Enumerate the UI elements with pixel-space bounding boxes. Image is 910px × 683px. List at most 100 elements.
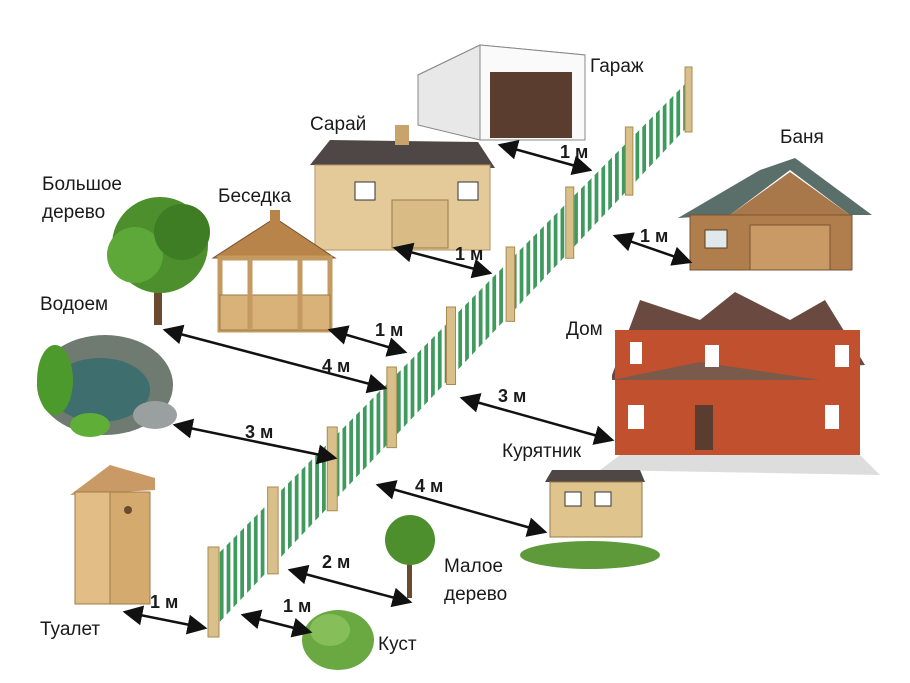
fence-picket xyxy=(540,226,544,283)
fence-picket xyxy=(240,527,245,601)
fence-picket xyxy=(471,294,476,355)
label-garage: Гараж xyxy=(590,56,644,77)
fence-picket xyxy=(635,130,640,182)
arrow-shed xyxy=(392,242,493,279)
arrow-toilet xyxy=(122,605,208,635)
distance-pond: 3 м xyxy=(245,422,273,442)
chicken-coop-illustration xyxy=(520,470,660,569)
label-shed: Сарай xyxy=(310,114,366,135)
label-house: Дом xyxy=(566,319,603,340)
label-bush: Куст xyxy=(378,634,417,655)
fence-picket xyxy=(362,404,367,471)
fence-picket xyxy=(519,246,524,305)
fence-picket xyxy=(219,548,224,622)
fence-picket xyxy=(478,287,483,348)
label-small-tree-line1: Малое xyxy=(444,556,503,577)
shed-illustration xyxy=(310,125,495,251)
fence-post xyxy=(505,246,516,322)
arrow-garage xyxy=(497,140,593,175)
fence-post xyxy=(446,306,456,385)
label-gazebo: Беседка xyxy=(218,186,292,207)
label-big-tree-line1: Большое xyxy=(42,174,122,195)
fence-picket xyxy=(308,459,313,528)
fence-post xyxy=(326,426,338,512)
fence-picket xyxy=(437,328,442,391)
fence-picket xyxy=(587,178,592,233)
fence-post xyxy=(684,66,693,133)
label-chicken-coop: Курятник xyxy=(502,441,582,462)
fence-picket xyxy=(294,472,299,543)
fence-picket xyxy=(376,390,381,456)
fence-picket xyxy=(417,349,422,413)
fence-picket xyxy=(594,171,599,225)
arrow-bush xyxy=(240,609,313,638)
house-illustration xyxy=(600,292,880,475)
fence-picket xyxy=(458,308,463,370)
fence-picket xyxy=(669,95,674,146)
label-big-tree-line2: дерево xyxy=(42,202,105,223)
distance-gazebo: 1 м xyxy=(375,320,403,340)
fence-picket xyxy=(233,534,238,608)
fence-picket xyxy=(580,184,585,240)
distance-small-tree: 2 м xyxy=(322,552,350,572)
fence-picket xyxy=(396,370,401,435)
small-tree-illustration xyxy=(385,515,435,598)
bush-illustration xyxy=(302,610,374,670)
distance-bathhouse: 1 м xyxy=(640,226,668,246)
fence-post xyxy=(267,486,279,575)
fence-picket xyxy=(247,520,251,593)
big-tree-illustration xyxy=(107,197,210,325)
gazebo-illustration xyxy=(211,210,337,333)
distance-garage: 1 м xyxy=(560,142,588,162)
distance-bush: 1 м xyxy=(283,596,311,616)
fence-picket xyxy=(226,541,231,615)
toilet-illustration xyxy=(70,465,155,605)
fence-picket xyxy=(499,267,503,326)
label-toilet: Туалет xyxy=(40,619,100,640)
garage-illustration xyxy=(417,44,586,141)
fence-picket xyxy=(356,411,360,478)
fence-picket xyxy=(608,157,612,211)
fence-picket xyxy=(553,212,558,269)
label-small-tree-line2: дерево xyxy=(444,584,507,605)
arrow-pond xyxy=(172,418,338,465)
distance-chicken-coop: 4 м xyxy=(415,476,443,496)
fence-post xyxy=(207,546,220,638)
fence-picket xyxy=(485,280,490,341)
fence-picket xyxy=(615,150,619,204)
fence-picket xyxy=(410,356,415,420)
distance-house: 3 м xyxy=(498,386,526,406)
distance-arrows xyxy=(122,140,693,638)
fence-picket xyxy=(424,342,428,406)
fence-picket xyxy=(642,123,647,175)
fence-picket xyxy=(301,466,306,536)
fence-picket xyxy=(287,479,292,550)
fence-picket xyxy=(465,301,469,363)
fence-picket xyxy=(431,335,435,399)
fence-picket xyxy=(621,143,626,197)
fence-picket xyxy=(281,486,285,557)
fence-picket xyxy=(662,102,667,153)
fence-picket xyxy=(253,514,258,586)
fence-picket xyxy=(260,507,265,579)
fence-picket xyxy=(676,88,681,139)
fence-picket xyxy=(649,116,653,168)
bathhouse-illustration xyxy=(678,158,872,271)
pond-illustration xyxy=(37,335,177,437)
arrow-small-tree xyxy=(287,564,413,608)
arrow-chicken-coop xyxy=(375,480,548,537)
fence-post xyxy=(624,126,634,196)
fence-picket xyxy=(369,397,374,464)
fence-picket xyxy=(560,205,565,262)
fence-picket xyxy=(533,232,538,290)
fence-post xyxy=(565,186,575,259)
fence-picket xyxy=(403,363,408,427)
fence-picket xyxy=(342,424,347,492)
distance-big-tree: 4 м xyxy=(322,356,350,376)
fence-picket xyxy=(655,109,660,161)
fence-picket xyxy=(601,164,606,218)
label-pond: Водоем xyxy=(40,294,108,315)
fence-picket xyxy=(349,418,354,485)
